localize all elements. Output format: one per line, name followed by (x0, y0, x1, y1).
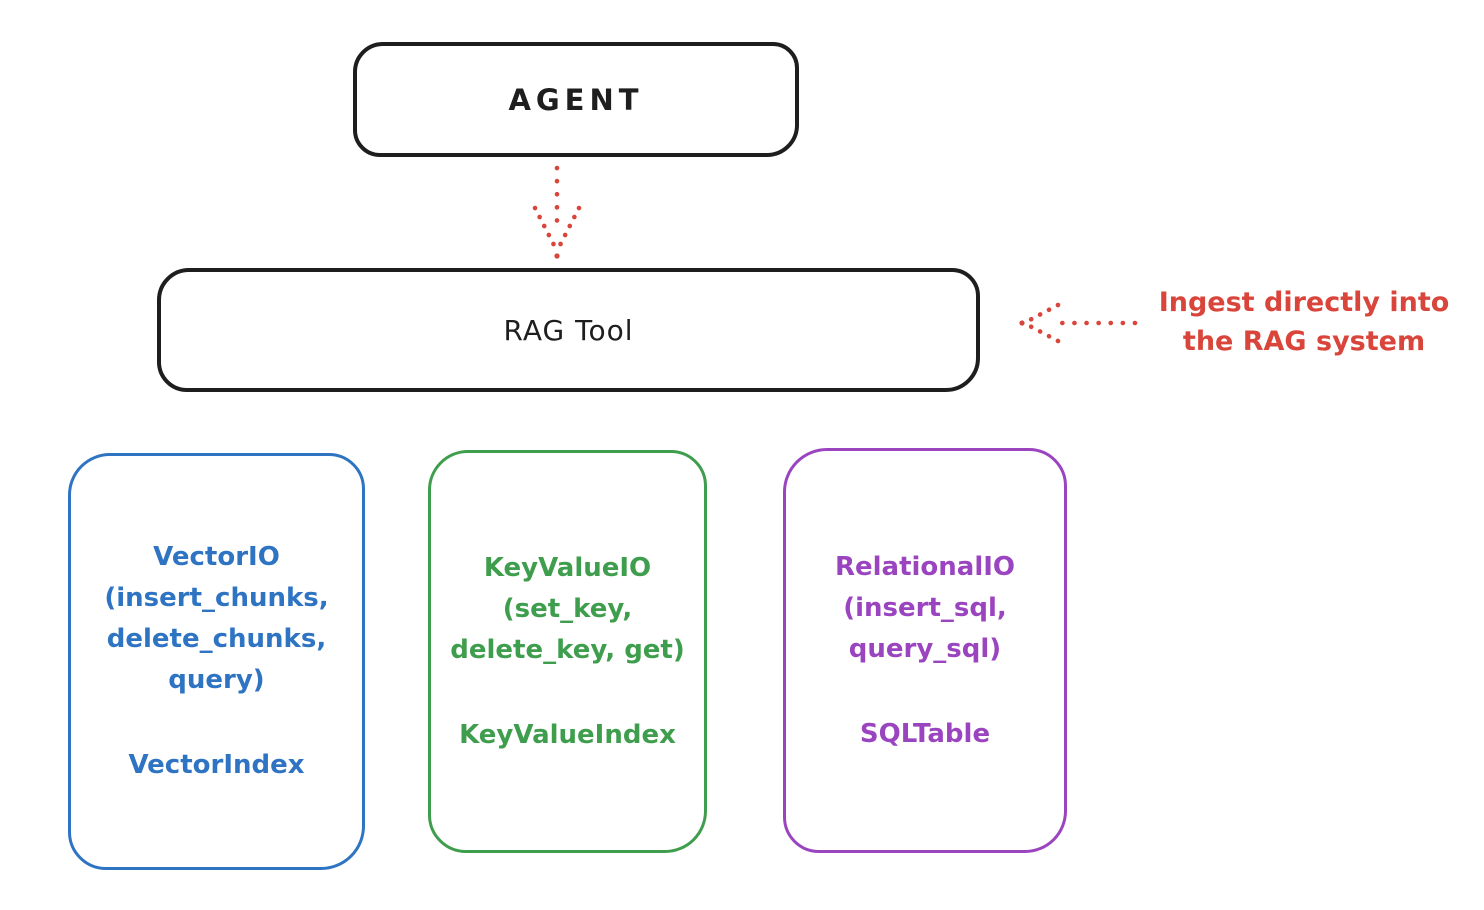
arrow-wing-right (556, 205, 582, 250)
relational-io-box: RelationalIO (insert_sql, query_sql) SQL… (783, 448, 1067, 853)
keyvalue-index-label: KeyValueIndex (459, 719, 676, 750)
arrow-wing-top (1023, 302, 1061, 325)
ingest-annotation-line1: Ingest directly into (1158, 287, 1450, 318)
keyvalue-io-title: KeyValueIO (483, 552, 652, 583)
sql-table-label: SQLTable (859, 718, 991, 749)
keyvalue-io-box: KeyValueIO (set_key, delete_key, get) Ke… (428, 450, 707, 853)
rag-tool-label: RAG Tool (503, 313, 634, 347)
keyvalue-io-methods-line2: delete_key, get) (450, 634, 685, 665)
agent-box: AGENT (353, 42, 799, 157)
dotted-down-arrow (532, 165, 582, 259)
ingest-annotation: Ingest directly into the RAG system (1132, 283, 1476, 361)
arrow-tip (554, 253, 560, 259)
relational-io-methods-line2: query_sql) (848, 633, 1002, 664)
vector-io-methods-line2: delete_chunks, (106, 624, 327, 654)
dotted-left-arrow (1019, 302, 1138, 344)
arrow-wing-left (532, 205, 558, 250)
vector-io-title: VectorIO (153, 542, 280, 572)
relational-io-title: RelationalIO (834, 551, 1016, 582)
ingest-annotation-line2: the RAG system (1182, 326, 1426, 357)
arrow-wing-bottom (1023, 321, 1061, 344)
vector-io-box: VectorIO (insert_chunks, delete_chunks, … (68, 453, 365, 870)
agent-label: AGENT (508, 82, 644, 117)
arrow-tip (1019, 320, 1025, 326)
rag-tool-box: RAG Tool (157, 268, 980, 392)
vector-index-label: VectorIndex (128, 750, 305, 780)
keyvalue-io-methods-line1: (set_key, (502, 593, 633, 624)
vector-io-methods-line3: query) (168, 665, 265, 695)
relational-io-methods-line1: (insert_sql, (843, 592, 1007, 623)
vector-io-methods-line1: (insert_chunks, (104, 583, 329, 613)
